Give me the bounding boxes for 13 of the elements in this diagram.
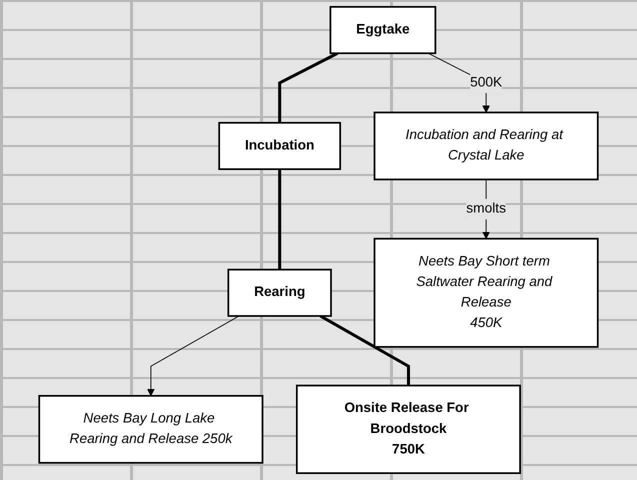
connector	[320, 314, 410, 386]
node-box: Incubation	[218, 122, 342, 170]
node-box: Eggtake	[330, 6, 436, 54]
arrow	[147, 316, 240, 396]
node-box: Rearing	[227, 268, 332, 317]
edge-label: smolts	[466, 201, 506, 216]
node-box: Onsite Release For Broodstock 750K	[296, 384, 521, 474]
node-box: Neets Bay Long Lake Rearing and Release 250k	[38, 395, 264, 464]
node-box: Incubation and Rearing at Crystal Lake	[374, 112, 599, 180]
connector	[278, 52, 338, 123]
connector	[278, 169, 282, 270]
edge-label: 500K	[470, 75, 502, 90]
node-box: Neets Bay Short term Saltwater Rearing and Release 450K	[374, 238, 599, 348]
